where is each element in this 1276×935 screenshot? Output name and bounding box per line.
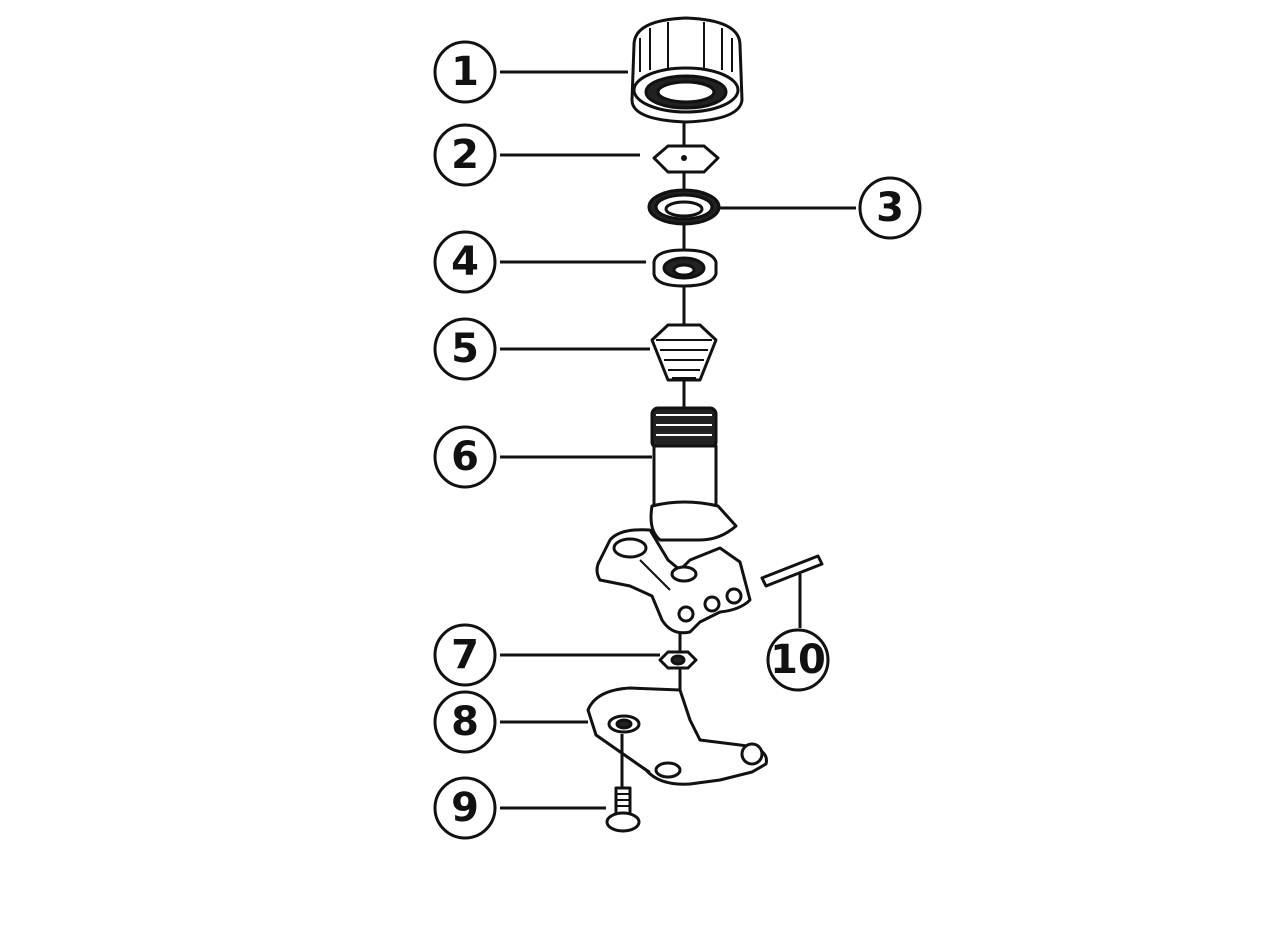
callout-1-label: 1 (451, 49, 479, 95)
part-4-retainer (652, 248, 718, 288)
part-9-screw (605, 734, 641, 833)
callout-8: 8 (433, 690, 497, 754)
callout-6-label: 6 (451, 434, 479, 480)
part-3-washer (647, 188, 721, 226)
part-1-cap-nut (630, 16, 744, 124)
part-8-lever-bracket (586, 686, 768, 786)
callout-2: 2 (433, 123, 497, 187)
part-5-conical-spring (650, 323, 718, 382)
callout-3-label: 3 (876, 185, 904, 231)
callout-3: 3 (858, 176, 922, 240)
part-7-small-nut (658, 650, 698, 670)
callout-5: 5 (433, 317, 497, 381)
callout-10-label: 10 (770, 637, 826, 683)
callout-2-label: 2 (451, 132, 479, 178)
callout-9-label: 9 (451, 785, 479, 831)
callout-7-label: 7 (451, 632, 479, 678)
part-10-pin (760, 554, 824, 588)
callout-1: 1 (433, 40, 497, 104)
callout-7: 7 (433, 623, 497, 687)
callout-5-label: 5 (451, 326, 479, 372)
callout-10: 10 (766, 628, 830, 692)
part-2-disc (652, 144, 720, 174)
callout-9: 9 (433, 776, 497, 840)
callout-4-label: 4 (451, 239, 479, 285)
callout-6: 6 (433, 425, 497, 489)
callout-4: 4 (433, 230, 497, 294)
callout-8-label: 8 (451, 699, 479, 745)
part-6-body-housing (595, 406, 752, 635)
